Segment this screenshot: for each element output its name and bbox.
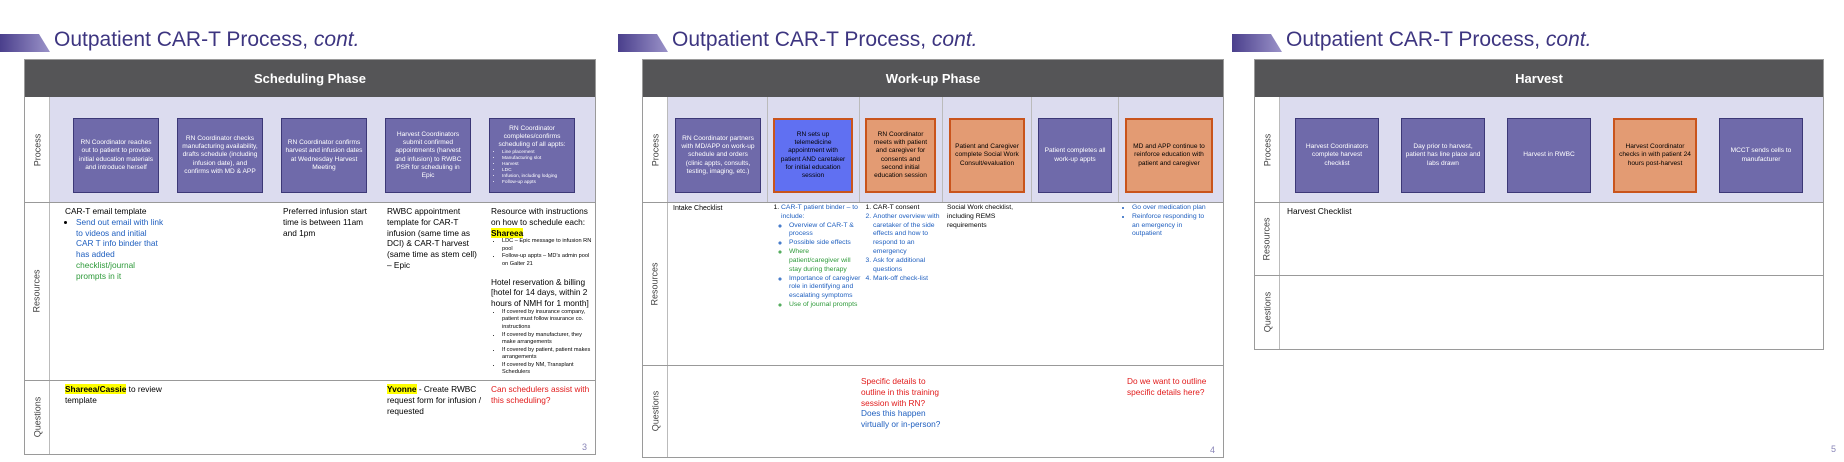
- column-divider: [1031, 97, 1032, 202]
- resource-cell: Preferred infusion start time is between…: [283, 206, 367, 238]
- resource-cell: Harvest Checklist: [1287, 206, 1352, 216]
- process-table: Work-up Phase Process Resources Question…: [642, 59, 1224, 458]
- process-step: MCCT sends cells to manufacturer: [1719, 118, 1803, 193]
- resource-cell: Resource with instructions on how to sch…: [491, 206, 593, 377]
- row-label-resources: Resources: [25, 202, 50, 380]
- row-divider: [1255, 275, 1823, 276]
- process-step: RN Coordinator meets with patient and ca…: [865, 118, 936, 193]
- process-step: Harvest in RWBC: [1507, 118, 1591, 193]
- process-step: RN sets up telemedicine appointment with…: [773, 118, 853, 193]
- page-number: 5: [1830, 444, 1836, 454]
- slide-title: Outpatient CAR-T Process, cont.: [1286, 28, 1592, 51]
- process-step: Harvest Coordinator checks in with patie…: [1613, 118, 1697, 193]
- resource-cell: CAR-T email template Send out email with…: [65, 206, 165, 281]
- slide-title: Outpatient CAR-T Process, cont.: [54, 28, 360, 51]
- resource-cell: CAR-T consent Another overview with care…: [861, 204, 943, 283]
- row-label-questions: Questions: [25, 380, 50, 454]
- question-cell: Shareea/Cassie to review template: [65, 384, 162, 405]
- process-step: Patient and Caregiver complete Social Wo…: [949, 118, 1025, 193]
- resource-cell: CAR-T patient binder – to include: Overv…: [769, 204, 861, 310]
- slide-workup: Outpatient CAR-T Process, cont. Work-up …: [618, 0, 1228, 462]
- row-divider: [643, 202, 1223, 203]
- question-cell: Do we want to outline specific details h…: [1127, 376, 1207, 397]
- page-number: 4: [1209, 445, 1215, 455]
- process-step: Harvest Coordinators complete harvest ch…: [1295, 118, 1379, 193]
- row-label-process: Process: [25, 97, 50, 202]
- title-accent-shape: [618, 34, 668, 52]
- phase-header: Scheduling Phase: [25, 60, 595, 97]
- page-number: 3: [581, 442, 587, 452]
- row-divider: [1255, 202, 1823, 203]
- question-cell: Specific details to outline in this trai…: [861, 376, 941, 430]
- process-step: RN Coordinator partners with MD/APP on w…: [675, 118, 761, 193]
- row-divider: [643, 365, 1223, 366]
- process-step: MD and APP continue to reinforce educati…: [1125, 118, 1213, 193]
- row-divider: [25, 380, 595, 381]
- process-step: Harvest Coordinators submit confirmed ap…: [385, 118, 471, 193]
- column-divider: [1118, 97, 1119, 202]
- question-cell: Can schedulers assist with this scheduli…: [491, 384, 590, 405]
- column-divider: [859, 97, 860, 202]
- row-label-process: Process: [643, 97, 668, 202]
- slide-scheduling: Outpatient CAR-T Process, cont. Scheduli…: [0, 0, 600, 462]
- row-label-resources: Resources: [643, 202, 668, 365]
- column-divider: [767, 97, 768, 202]
- process-step: Patient completes all work-up appts: [1038, 118, 1112, 193]
- slide-harvest: Outpatient CAR-T Process, cont. Harvest …: [1232, 0, 1844, 462]
- row-label-questions: Questions: [1255, 275, 1280, 349]
- row-label-resources: Resources: [1255, 202, 1280, 275]
- row-label-questions: Questions: [643, 365, 668, 457]
- process-step: RN Coordinator checks manufacturing avai…: [177, 118, 263, 193]
- slide-title: Outpatient CAR-T Process, cont.: [672, 28, 978, 51]
- process-step: RN Coordinator confirms harvest and infu…: [281, 118, 367, 193]
- process-table: Scheduling Phase Process Resources Quest…: [24, 59, 596, 455]
- process-step: RN Coordinator reaches out to patient to…: [73, 118, 159, 193]
- resource-cell: RWBC appointment template for CAR-T infu…: [387, 206, 477, 270]
- title-accent-shape: [0, 34, 50, 52]
- row-divider: [25, 202, 595, 203]
- resource-cell: Social Work checklist, including REMS re…: [947, 204, 1013, 229]
- resource-cell: Go over medication plan Reinforce respon…: [1121, 204, 1213, 239]
- phase-header: Harvest: [1255, 60, 1823, 97]
- process-step: RN Coordinator completes/confirms schedu…: [489, 118, 575, 193]
- process-table: Harvest Process Resources Questions Harv…: [1254, 59, 1824, 350]
- column-divider: [942, 97, 943, 202]
- process-step: Day prior to harvest, patient has line p…: [1401, 118, 1485, 193]
- question-cell: Yvonne - Create RWBC request form for in…: [387, 384, 482, 416]
- title-accent-shape: [1232, 34, 1282, 52]
- row-label-process: Process: [1255, 97, 1280, 202]
- resource-cell: Intake Checklist: [673, 205, 723, 212]
- phase-header: Work-up Phase: [643, 60, 1223, 97]
